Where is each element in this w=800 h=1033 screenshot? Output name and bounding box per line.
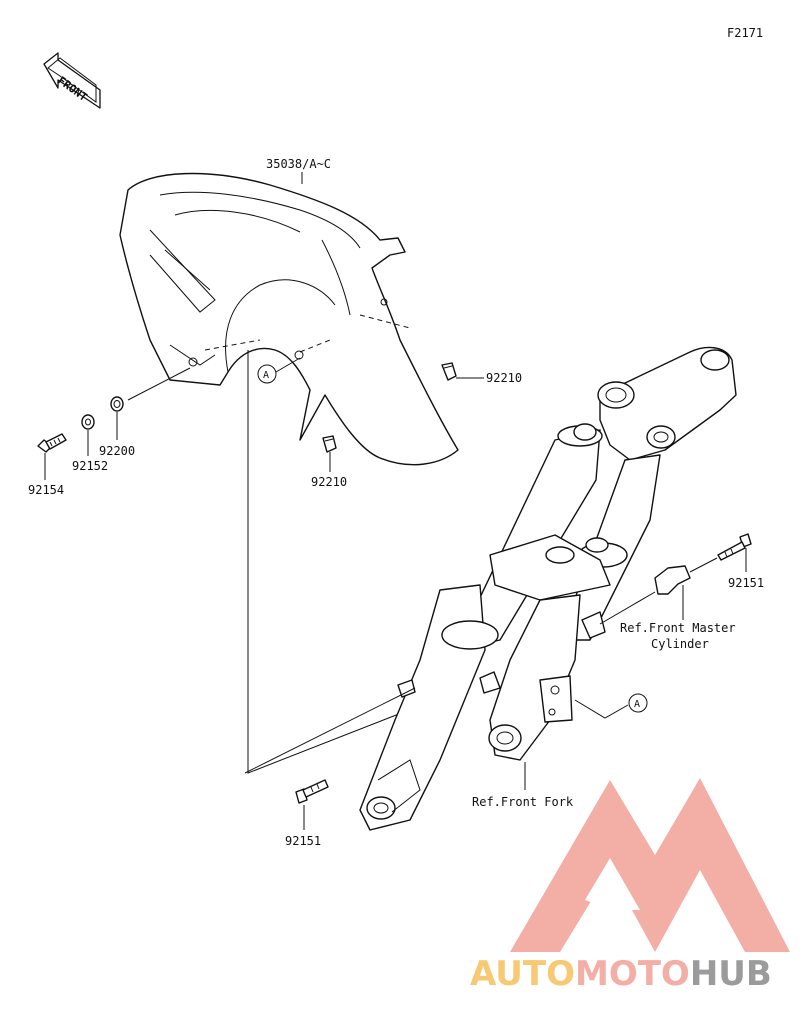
watermark-moto: MOTO — [575, 954, 690, 994]
bolt-92154-icon — [37, 433, 67, 453]
callout-a-left: A — [257, 364, 277, 384]
part-number-92154: 92154 — [28, 483, 64, 497]
watermark-hub: HUB — [690, 954, 772, 994]
svg-text:AUTOMOTOHUB: AUTOMOTOHUB — [470, 954, 772, 994]
part-number-92210-upper: 92210 — [486, 371, 522, 385]
part-number-92152: 92152 — [72, 459, 108, 473]
front-fender — [119, 172, 459, 466]
ref-master-cylinder-line1: Ref.Front Master — [620, 621, 736, 635]
washer-92200-icon — [110, 396, 124, 412]
figure-code: F2171 — [727, 26, 763, 40]
nut-clip-92210-lower-icon — [322, 435, 337, 453]
nut-clip-92210-upper-icon — [441, 362, 457, 381]
bolt-92151-lower-icon — [295, 779, 329, 804]
washer-92152-icon — [81, 414, 95, 430]
master-cylinder-bracket-icon — [654, 565, 691, 595]
callout-a-right-letter: A — [634, 699, 640, 710]
part-number-92210-lower: 92210 — [311, 475, 347, 489]
ref-master-cylinder-line2: Cylinder — [651, 637, 709, 651]
callout-a-right: A — [628, 693, 648, 713]
part-number-92151-lower: 92151 — [285, 834, 321, 848]
watermark-logo-icon — [510, 778, 790, 952]
front-arrow-icon: FRONT — [43, 52, 101, 109]
watermark-auto: AUTO — [470, 954, 575, 994]
bolt-92151-right-icon — [717, 533, 752, 561]
front-fork-assembly — [359, 346, 737, 831]
part-number-92200: 92200 — [99, 444, 135, 458]
callout-a-left-letter: A — [263, 370, 269, 381]
ref-front-fork: Ref.Front Fork — [472, 795, 574, 809]
automotohub-watermark: AUTOMOTOHUB — [470, 778, 790, 994]
part-number-92151-right: 92151 — [728, 576, 764, 590]
part-number-fender: 35038/A~C — [266, 157, 331, 171]
